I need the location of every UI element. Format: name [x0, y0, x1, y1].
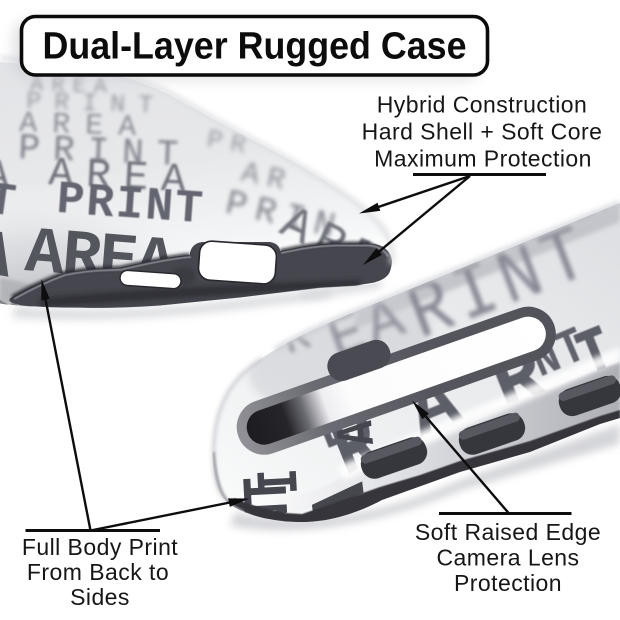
svg-text:PRINT: PRINT: [55, 174, 206, 236]
svg-text:PRINT: PRINT: [26, 87, 167, 121]
svg-text:Camera Lens: Camera Lens: [436, 545, 579, 571]
svg-text:Sides: Sides: [70, 584, 130, 610]
svg-text:Soft Raised Edge: Soft Raised Edge: [415, 519, 601, 545]
svg-text:I: I: [247, 467, 315, 497]
svg-text:Dual-Layer Rugged Case: Dual-Layer Rugged Case: [43, 26, 467, 68]
svg-text:Hard Shell + Soft Core: Hard Shell + Soft Core: [362, 119, 603, 145]
svg-text:From Back to: From Back to: [27, 559, 169, 585]
svg-text:Protection: Protection: [454, 570, 562, 596]
svg-text:Full Body Print: Full Body Print: [22, 534, 178, 560]
svg-text:AREA: AREA: [19, 107, 152, 146]
svg-text:Hybrid Construction: Hybrid Construction: [377, 92, 588, 118]
svg-text:AREA: AREA: [47, 151, 200, 205]
svg-text:Maximum Protection: Maximum Protection: [374, 146, 592, 172]
svg-text:A: A: [0, 153, 11, 201]
svg-text:PRINT: PRINT: [18, 128, 193, 177]
